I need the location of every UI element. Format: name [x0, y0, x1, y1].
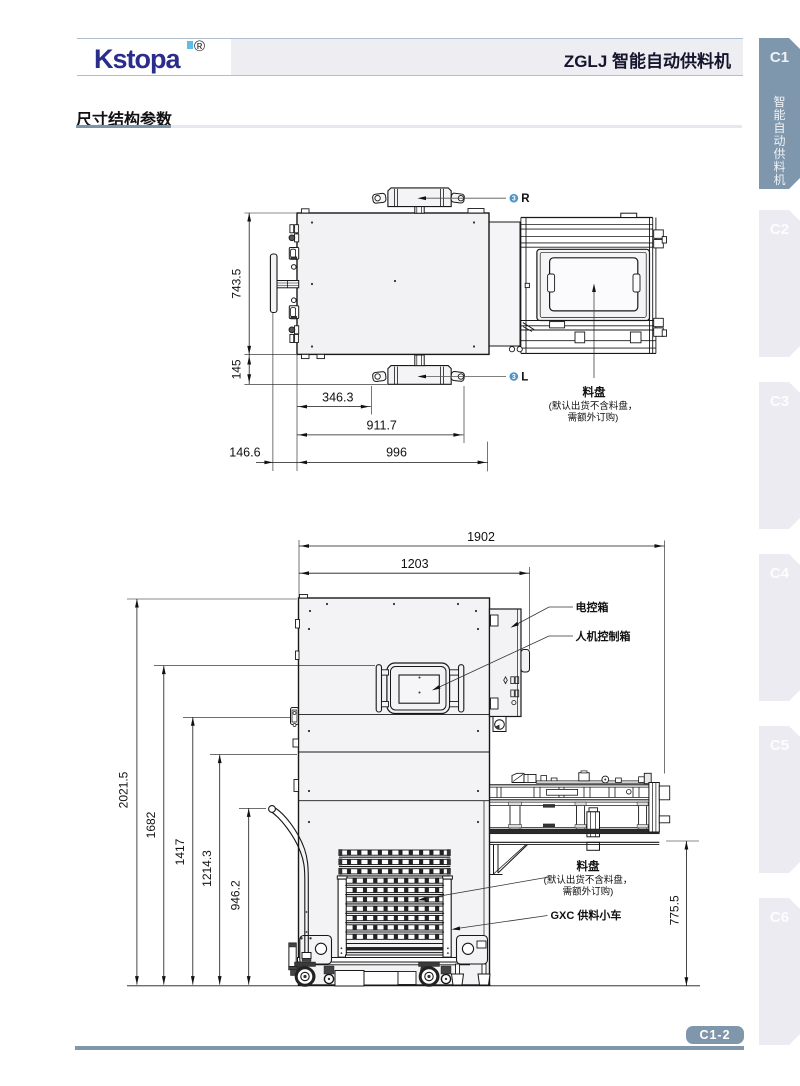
svg-text:1417: 1417 — [173, 838, 187, 865]
svg-text:(默认出货不含料盘，: (默认出货不含料盘， — [544, 874, 633, 886]
svg-text:146.6: 146.6 — [229, 446, 260, 460]
svg-text:料盘: 料盘 — [577, 859, 600, 873]
svg-text:电控箱: 电控箱 — [576, 600, 609, 614]
svg-text:1214.3: 1214.3 — [200, 850, 214, 887]
svg-text:需额外订购): 需额外订购) — [563, 886, 614, 898]
svg-text:743.5: 743.5 — [230, 268, 244, 298]
svg-text:3: 3 — [512, 374, 516, 381]
svg-text:人机控制箱: 人机控制箱 — [576, 629, 631, 643]
svg-text:2021.5: 2021.5 — [117, 771, 131, 808]
svg-text:346.3: 346.3 — [322, 391, 353, 405]
svg-text:145: 145 — [230, 359, 244, 379]
svg-text:料盘: 料盘 — [583, 385, 606, 399]
svg-text:L: L — [521, 372, 528, 384]
svg-text:996: 996 — [386, 446, 407, 460]
svg-text:需额外订购): 需额外订购) — [568, 412, 619, 424]
svg-text:3: 3 — [512, 196, 516, 203]
svg-text:1902: 1902 — [467, 530, 495, 544]
svg-text:946.2: 946.2 — [229, 880, 243, 910]
svg-text:R: R — [521, 193, 530, 205]
svg-text:911.7: 911.7 — [367, 418, 397, 432]
svg-text:775.5: 775.5 — [668, 895, 682, 925]
svg-text:1203: 1203 — [401, 557, 429, 571]
svg-text:(默认出货不含料盘，: (默认出货不含料盘， — [549, 400, 638, 412]
svg-text:1682: 1682 — [144, 811, 158, 838]
svg-text:GXC 供料小车: GXC 供料小车 — [551, 908, 622, 922]
